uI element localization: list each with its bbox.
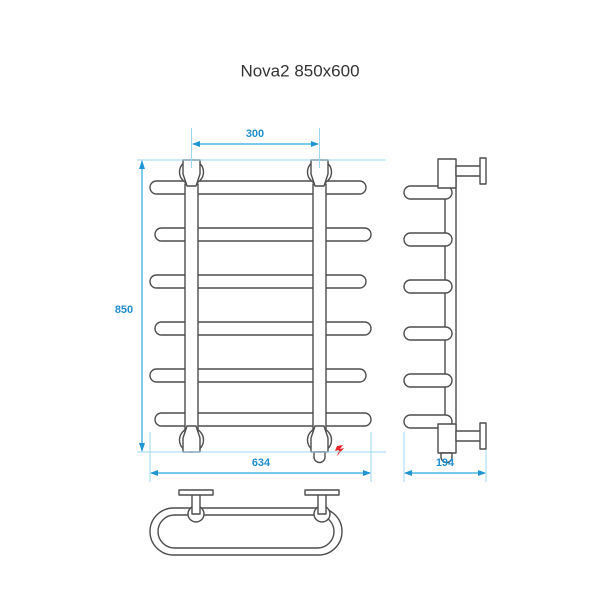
page-title: Nova2 850x600 xyxy=(240,61,359,80)
rail-3 xyxy=(149,274,367,289)
plan-bracket-right-stem xyxy=(317,493,327,515)
dimension-300-arrow-right xyxy=(311,141,319,147)
bracket-bottom-body xyxy=(437,423,457,454)
side-arm-4 xyxy=(403,326,453,341)
connector-bottom-right xyxy=(306,425,333,464)
side-arm-1 xyxy=(403,185,453,200)
bracket-top-wall-plate xyxy=(479,157,487,185)
side-arm-3 xyxy=(403,279,453,294)
bracket-top-arm xyxy=(455,165,483,177)
dimension-634-label: 634 xyxy=(252,457,271,469)
vertical-post-right xyxy=(312,183,327,443)
plan-bracket-left xyxy=(178,489,214,523)
connector-bottom-right-nut xyxy=(310,425,329,453)
dimension-850-arrow-bottom xyxy=(139,443,145,452)
side-arm-2 xyxy=(403,232,453,247)
dimension-634-arrow-right xyxy=(363,470,371,476)
bracket-bottom-wall-plate xyxy=(479,422,487,450)
dimension-194-label: 194 xyxy=(436,457,455,469)
plan-view xyxy=(149,489,343,556)
plan-bracket-right xyxy=(304,489,340,523)
dimension-850: 850 xyxy=(115,159,386,453)
connector-bottom-left-nut xyxy=(182,425,201,453)
dimension-300: 300 xyxy=(191,128,320,168)
dimension-194-arrow-right xyxy=(478,470,486,476)
dimension-634: 634 xyxy=(149,432,372,482)
plan-bracket-left-stem xyxy=(191,493,201,515)
front-view xyxy=(149,159,372,464)
side-heating-element-cap xyxy=(440,452,453,464)
connector-bottom-left xyxy=(178,425,205,453)
front-view-posts xyxy=(184,183,327,443)
dimension-634-arrow-left xyxy=(150,470,158,476)
dimension-300-label: 300 xyxy=(246,128,264,140)
side-view-bracket-bottom xyxy=(437,422,487,464)
dimension-850-arrow-top xyxy=(139,160,145,169)
vertical-post-left xyxy=(184,183,199,443)
side-view-bracket-top xyxy=(437,157,487,189)
dimension-194-arrow-left xyxy=(404,470,412,476)
front-view-bottom-connectors xyxy=(178,425,333,464)
dimension-850-label: 850 xyxy=(115,304,133,316)
side-arm-5 xyxy=(403,373,453,388)
connector-top-right xyxy=(306,159,333,187)
side-view-arms xyxy=(403,185,453,429)
heating-element-cap xyxy=(313,451,326,464)
side-view-vertical-tube xyxy=(444,177,457,431)
rail-1 xyxy=(149,180,367,195)
plan-bracket-right-plate xyxy=(304,489,340,496)
front-view-rails xyxy=(149,180,372,427)
bracket-top-body xyxy=(437,158,457,189)
plan-loop-inner xyxy=(157,514,335,549)
rail-5 xyxy=(149,368,367,383)
bracket-bottom-arm xyxy=(455,430,483,442)
dimension-300-arrow-left xyxy=(192,141,200,147)
plan-bracket-left-plate xyxy=(178,489,214,496)
side-view xyxy=(403,157,487,464)
dimension-194: 194 xyxy=(403,432,487,482)
electric-lightning-bolt-icon xyxy=(335,445,344,456)
